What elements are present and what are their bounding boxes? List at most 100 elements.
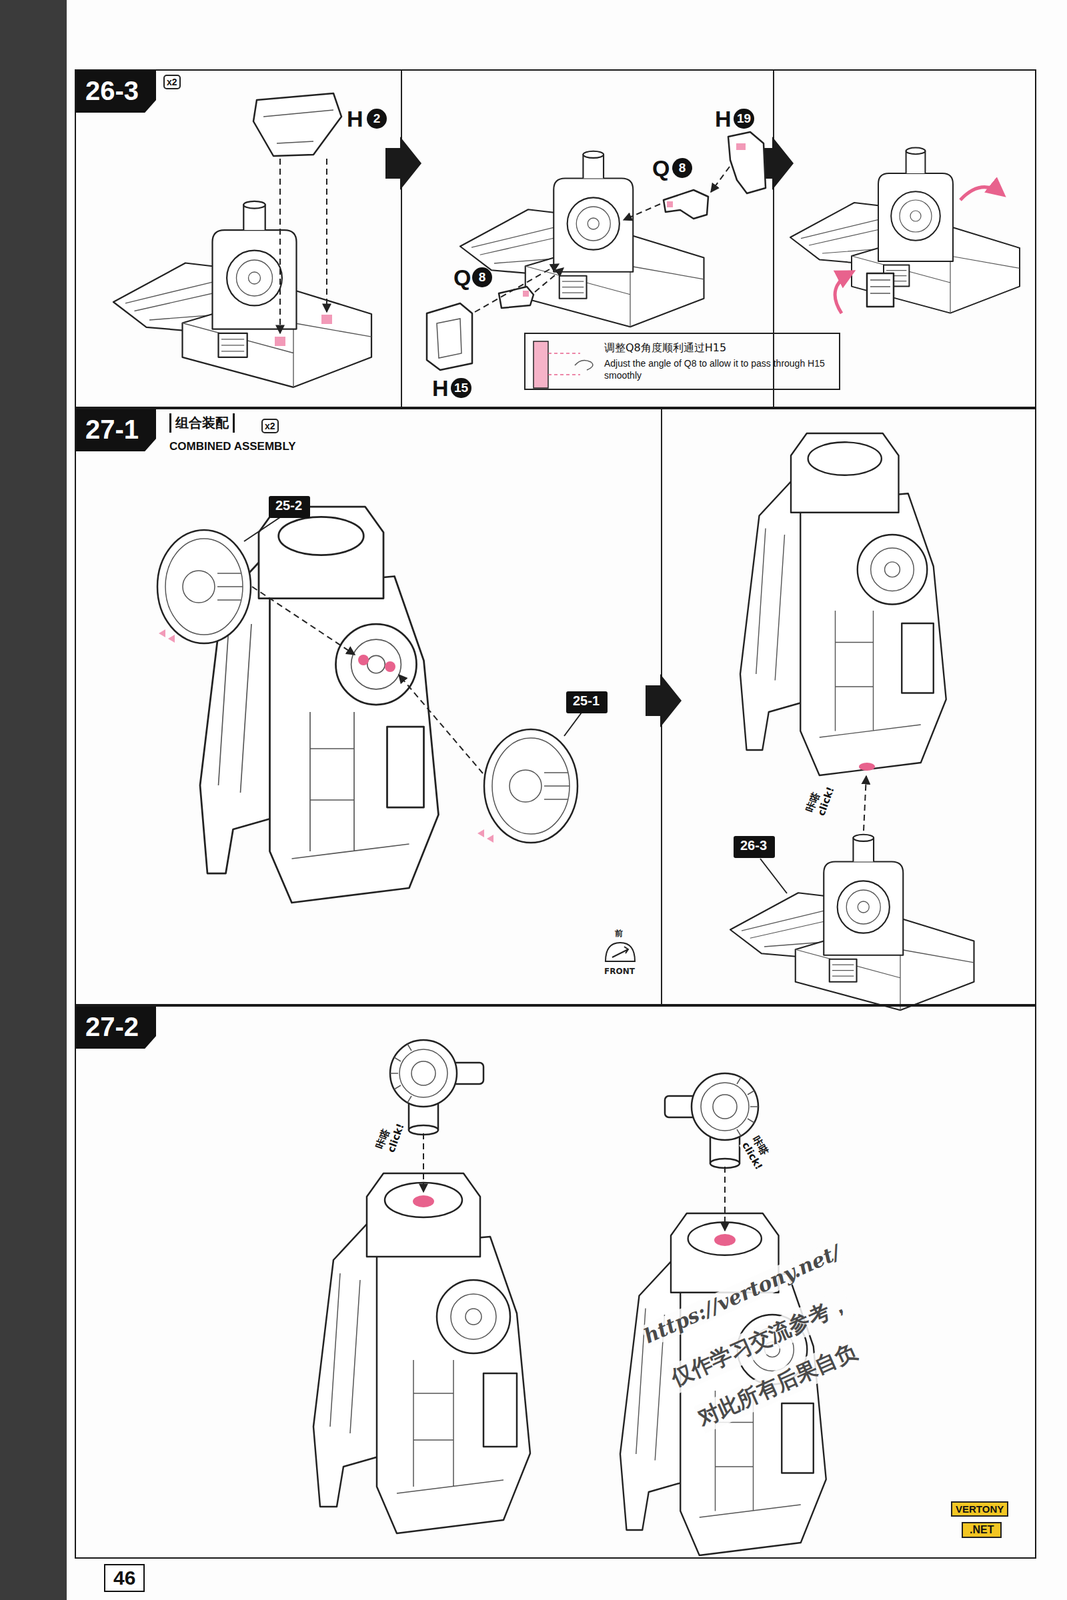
note-box: 调整Q8角度顺利通过H15Adjust the angle of Q8 to a… <box>524 332 841 391</box>
pink-arrow <box>960 187 1003 201</box>
step-number: 27-2 <box>76 1006 157 1049</box>
click-note: 咔嗒 <box>373 1127 393 1152</box>
front-icon <box>612 946 629 958</box>
callout-number: 26-3 <box>740 838 769 854</box>
watermark: 对此所有后果自负 <box>693 1337 862 1434</box>
pink-mark <box>714 1234 736 1247</box>
page-number: 46 <box>104 1564 145 1593</box>
part-number: 8 <box>672 158 693 179</box>
callout-box: 26-3 <box>733 836 775 859</box>
guide-arrow <box>252 586 355 655</box>
leg-part <box>620 1213 827 1556</box>
step-subtitle: COMBINED ASSEMBLY <box>169 440 297 454</box>
note-part <box>533 341 549 389</box>
pink-mark <box>412 1195 435 1208</box>
step-arrow <box>645 674 682 728</box>
part-letter: Q <box>453 264 471 291</box>
part-h2 <box>253 93 342 157</box>
part-letter: Q <box>652 154 670 182</box>
guide-arrow <box>398 674 483 774</box>
paper <box>66 0 1067 1600</box>
front-mark: 前 <box>614 928 623 940</box>
grill-line <box>870 280 891 294</box>
ankle-part <box>730 834 975 1011</box>
guide-arrow <box>623 204 661 221</box>
joint-part <box>664 1073 759 1169</box>
cover-part <box>157 530 251 644</box>
step-number: 26-3 <box>76 70 157 113</box>
part-number: 8 <box>472 267 493 288</box>
part-h19 <box>728 132 766 194</box>
divider <box>772 69 775 409</box>
front-icon <box>605 942 635 962</box>
callout-number: 25-2 <box>275 498 304 514</box>
note-part <box>574 360 593 371</box>
guide-arrow <box>422 1133 425 1193</box>
note-text: Adjust the angle of Q8 to allow it to pa… <box>604 357 831 382</box>
part-q8 <box>663 190 709 219</box>
callout-box: 25-2 <box>268 496 311 519</box>
click-note: 咔嗒 <box>749 1133 771 1159</box>
click-note: click! <box>738 1139 765 1174</box>
divider <box>400 69 403 409</box>
logo: VERTONY <box>950 1501 1009 1518</box>
pink-arrow <box>834 272 853 314</box>
pink-mark <box>321 314 333 325</box>
pink-mark <box>477 829 494 843</box>
leader-line <box>760 858 787 894</box>
leader-line <box>244 517 281 542</box>
guide-arrow <box>534 268 564 293</box>
pink-mark <box>858 762 875 771</box>
logo: .NET <box>961 1522 1002 1539</box>
part-h15 <box>426 303 473 371</box>
ankle-part <box>460 151 705 328</box>
part-letter: H <box>714 105 732 133</box>
leg-part <box>740 433 947 776</box>
guide-arrow <box>724 1167 726 1232</box>
quantity-icon: x2 <box>261 418 279 434</box>
callout-number: 25-1 <box>572 693 601 709</box>
front-mark: FRONT <box>604 966 635 977</box>
step-panel: 25-2 25-1 26-3 27-1 组合装配 COMBINED ASSEMBLY <box>74 408 1037 1006</box>
part-letter: H <box>432 374 449 402</box>
guide-arrow <box>326 158 328 313</box>
part-letter: H <box>346 105 364 133</box>
step-arrow <box>385 136 422 191</box>
pink-mark <box>666 201 673 208</box>
ankle-part <box>790 148 1020 314</box>
click-note: click! <box>814 784 837 819</box>
joint-part <box>390 1040 484 1136</box>
guide-arrow <box>863 776 867 831</box>
pink-mark <box>358 654 369 666</box>
part-h15 <box>866 273 894 307</box>
part-number: 2 <box>366 108 387 129</box>
step-panel: 27-2 <box>74 1005 1037 1560</box>
panel-line <box>263 110 334 144</box>
note-text: 调整Q8角度顺利通过H15 <box>604 340 831 356</box>
watermark: 仅作学习交流参考， <box>666 1289 855 1394</box>
part-number: 15 <box>450 378 472 399</box>
click-note: click! <box>384 1121 407 1156</box>
ankle-part <box>113 201 372 388</box>
part-number: 19 <box>733 108 755 129</box>
part-q8 <box>498 286 534 309</box>
pink-mark <box>274 336 286 347</box>
guide-arrow <box>710 166 730 193</box>
leader-line <box>564 712 582 737</box>
panel-line <box>436 318 462 359</box>
step-panel: 调整Q8角度顺利通过H15Adjust the angle of Q8 to a… <box>74 69 1037 409</box>
pink-mark <box>158 629 175 643</box>
guide-arrow <box>279 158 281 334</box>
pink-mark <box>736 143 746 151</box>
guide-arrow <box>474 264 559 313</box>
step-title: 组合装配 <box>169 413 235 433</box>
step-number: 27-1 <box>76 409 157 452</box>
quantity-icon: x2 <box>163 74 181 90</box>
pink-mark <box>384 661 396 673</box>
pink-mark <box>522 290 529 297</box>
leg-part <box>313 1173 531 1534</box>
click-note: 咔嗒 <box>803 790 823 815</box>
watermark: https://vertony.net/ <box>640 1240 844 1349</box>
callout-box: 25-1 <box>566 691 608 714</box>
